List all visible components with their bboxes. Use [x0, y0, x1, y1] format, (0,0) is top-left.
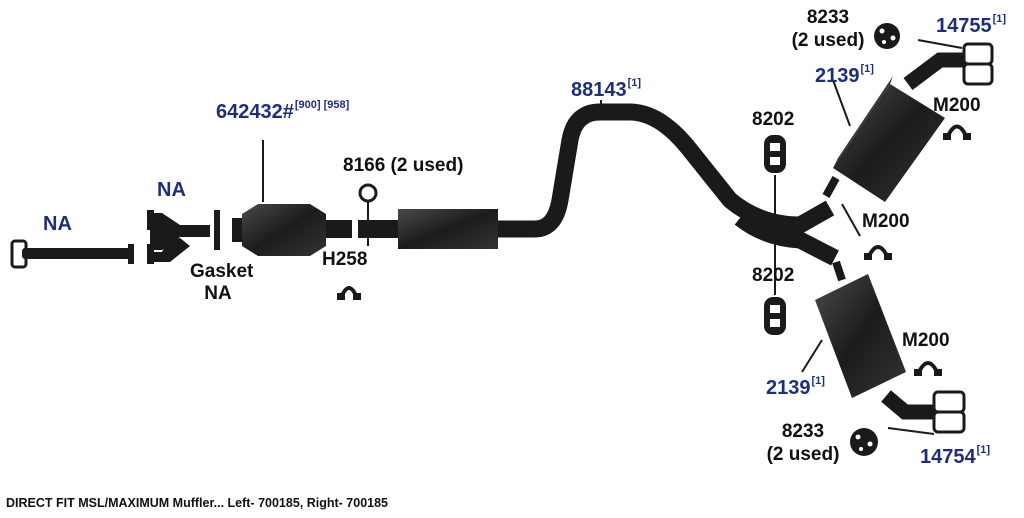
- note-88143: [1]: [627, 77, 642, 89]
- muffler-lower: [801, 260, 935, 420]
- diagram-caption: DIRECT FIT MSL/MAXIMUM Muffler... Left- …: [6, 496, 389, 510]
- label-gasket-line2: NA: [204, 283, 232, 304]
- note-2139-upper: [1]: [860, 63, 874, 75]
- note-2139-lower: [1]: [811, 375, 825, 387]
- label-8233-upper: 8233 (2 used): [783, 8, 873, 50]
- notes-642432: [900] [958]: [294, 99, 350, 111]
- exhaust-tip-upper: [917, 39, 994, 86]
- label-8233-lower-line2: (2 used): [766, 444, 840, 465]
- part-number-14755: 14755: [936, 15, 992, 37]
- clamp-m200-upper-icon: [943, 124, 971, 140]
- label-88143: 88143[1]: [571, 77, 642, 101]
- part-number-14754: 14754: [920, 446, 976, 468]
- label-8233-lower: 8233 (2 used): [758, 422, 848, 464]
- catalytic-converter: [232, 140, 352, 256]
- exhaust-tip-lower: [887, 390, 966, 435]
- part-number-2139-upper: 2139: [815, 65, 860, 87]
- label-m200-upper: M200: [933, 95, 981, 116]
- part-number-88143: 88143: [571, 79, 627, 101]
- label-8233-upper-line1: 8233: [806, 7, 850, 28]
- label-2139-lower: 2139[1]: [766, 375, 825, 399]
- label-m200-mid: M200: [862, 211, 910, 232]
- label-gasket: Gasket NA: [190, 261, 254, 304]
- note-14755: [1]: [992, 13, 1007, 25]
- part-number-642432: 642432#: [216, 101, 294, 123]
- gasket: [214, 210, 220, 250]
- hanger-8202-lower-icon: [764, 232, 786, 335]
- label-m200-lower: M200: [902, 330, 950, 351]
- label-14754: 14754[1]: [920, 444, 991, 468]
- label-na-y-pipe: NA: [157, 179, 186, 201]
- label-8166: 8166 (2 used): [343, 155, 464, 176]
- intermediate-pipe-88143: [358, 100, 839, 266]
- label-2139-upper: 2139[1]: [815, 63, 874, 87]
- label-8202-upper: 8202: [752, 109, 795, 130]
- label-8233-lower-line1: 8233: [781, 421, 825, 442]
- label-h258: H258: [322, 249, 368, 270]
- label-8202-lower: 8202: [752, 265, 795, 286]
- hanger-8202-upper-icon: [764, 135, 786, 232]
- label-14755: 14755[1]: [936, 13, 1007, 37]
- y-pipe: [147, 210, 210, 264]
- gasket-ring-8166: [358, 183, 378, 203]
- front-pipe: [10, 239, 134, 269]
- note-14754: [1]: [976, 444, 991, 456]
- label-na-front-pipe: NA: [43, 213, 72, 235]
- label-gasket-line1: Gasket: [190, 261, 254, 282]
- label-8233-upper-line2: (2 used): [791, 30, 865, 51]
- muffler-upper: [822, 52, 970, 202]
- clamp-h258-icon: [337, 286, 361, 300]
- clamp-m200-lower-icon: [914, 361, 942, 376]
- part-number-2139-lower: 2139: [766, 377, 811, 399]
- label-catalytic-converter: 642432#[900] [958]: [216, 99, 350, 123]
- hanger-8233-lower-icon: [850, 428, 878, 456]
- hanger-8233-upper-icon: [874, 23, 900, 49]
- clamp-m200-mid-icon: [841, 203, 892, 260]
